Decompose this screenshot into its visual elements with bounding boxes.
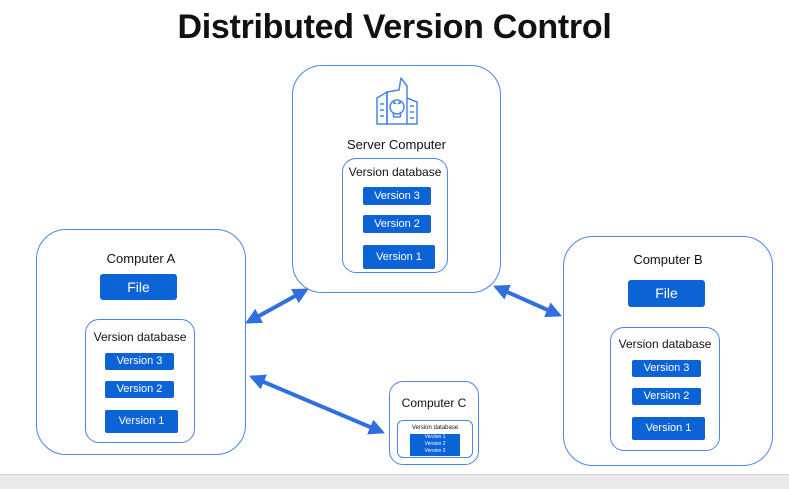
computer-a-version-database: Version database Version 3 Version 2 Ver… [85, 319, 195, 443]
arrow-a-c [249, 374, 385, 435]
server-db-label: Version database [348, 165, 442, 179]
computer-a-db-label: Version database [93, 330, 187, 344]
computer-b-label: Computer B [633, 252, 703, 267]
computer-c-version-stack: Version 1 Version 2 Version 3 [410, 434, 460, 456]
computer-c-version-2: Version 2 [424, 441, 446, 447]
server-computer-node: Server Computer Version database Version… [292, 65, 501, 293]
server-version-1: Version 1 [363, 245, 435, 269]
server-version-database: Version database Version 3 Version 2 Ver… [342, 158, 448, 273]
computer-b-version-database: Version database Version 3 Version 2 Ver… [610, 327, 720, 451]
computer-c-version-1: Version 1 [424, 434, 446, 440]
server-version-3: Version 3 [363, 187, 431, 205]
github-server-icon [376, 77, 418, 125]
diagram-title: Distributed Version Control [177, 8, 612, 46]
computer-b-version-1: Version 1 [632, 417, 705, 440]
computer-c-version-database: Version database Version 1 Version 2 Ver… [397, 420, 473, 458]
computer-b-db-label: Version database [618, 337, 712, 351]
computer-a-node: Computer A File Version database Version… [36, 229, 246, 455]
arrow-server-b [493, 284, 562, 318]
computer-a-version-2: Version 2 [105, 381, 174, 398]
computer-c-label: Computer C [401, 396, 467, 410]
computer-a-version-1: Version 1 [105, 410, 178, 433]
computer-b-version-2: Version 2 [632, 388, 701, 405]
server-label: Server Computer [347, 137, 446, 152]
bottom-bar [0, 474, 789, 489]
computer-b-version-3: Version 3 [632, 360, 701, 377]
arrow-a-server [245, 288, 309, 324]
computer-b-file: File [628, 280, 705, 307]
computer-a-file: File [100, 274, 177, 300]
computer-c-node: Computer C Version database Version 1 Ve… [389, 381, 479, 465]
computer-b-node: Computer B File Version database Version… [563, 236, 773, 466]
server-version-2: Version 2 [363, 215, 431, 233]
computer-a-label: Computer A [106, 251, 176, 266]
computer-c-version-3: Version 3 [424, 448, 446, 454]
computer-a-version-3: Version 3 [105, 353, 174, 370]
computer-c-db-label: Version database [411, 425, 459, 431]
